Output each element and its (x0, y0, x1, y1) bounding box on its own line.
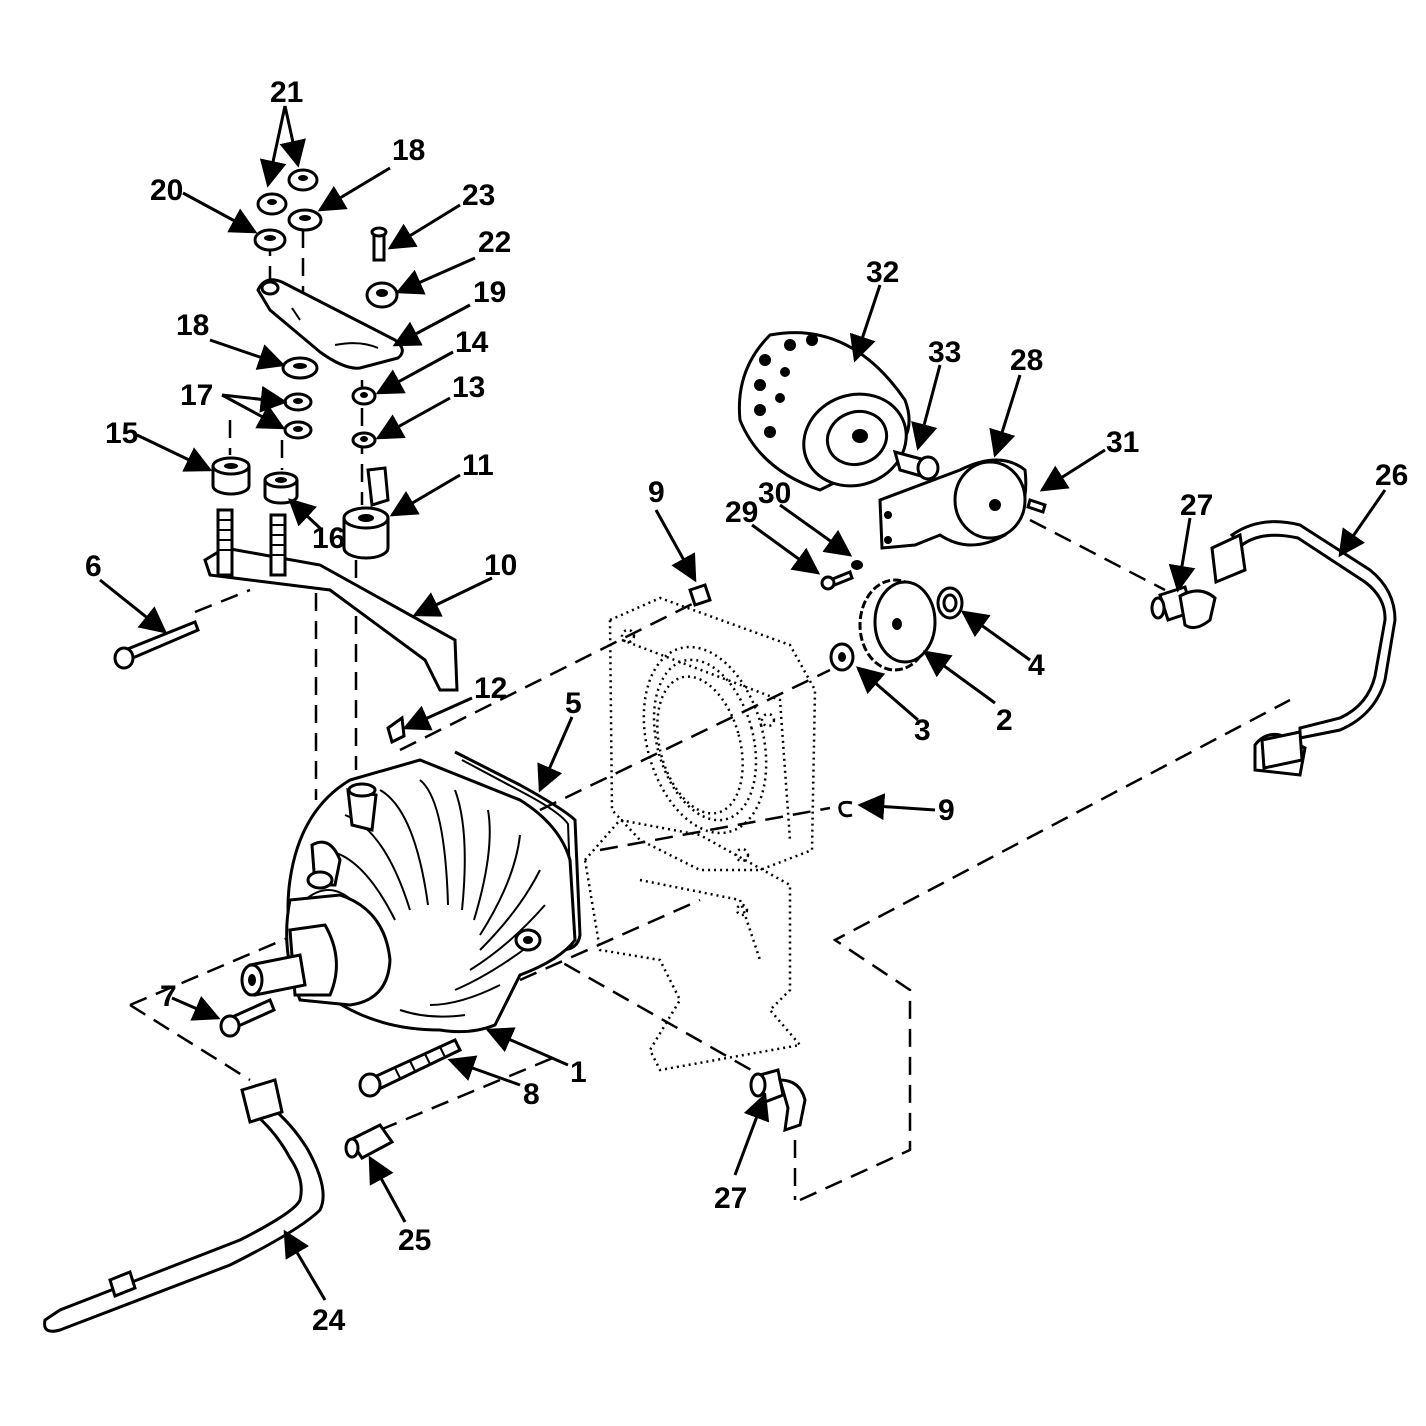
screw-31 (1026, 498, 1047, 514)
callout-3: 3 (914, 714, 931, 747)
gear-2 (858, 578, 937, 672)
callout-18-lower: 18 (176, 309, 209, 342)
nut-14 (351, 386, 377, 406)
washer-20 (253, 228, 287, 252)
clip-9-lower (838, 800, 853, 818)
callout-9-lower: 9 (938, 794, 955, 827)
bolt-6 (113, 620, 200, 670)
callout-18-top: 18 (392, 134, 425, 167)
callout-16: 16 (312, 522, 345, 555)
washer-18-top (287, 208, 323, 232)
callout-6: 6 (85, 550, 102, 583)
nut-21-right (287, 168, 319, 192)
oil-filter-32 (737, 331, 911, 492)
oil-tube-26 (1210, 520, 1397, 777)
clip-9-upper (688, 583, 712, 607)
isolator-11 (342, 466, 390, 560)
nipple-33 (892, 449, 940, 481)
output-shaft (240, 893, 392, 1007)
nut-21-left (256, 192, 288, 216)
key-12 (386, 715, 406, 745)
leader-arrows (99, 105, 1387, 1301)
grommet-22 (365, 281, 399, 309)
screw-29 (820, 570, 854, 591)
callout-31: 31 (1106, 426, 1139, 459)
mount-spacer-15 (211, 456, 251, 496)
callout-8: 8 (523, 1078, 540, 1111)
callout-15: 15 (105, 417, 138, 450)
callout-13: 13 (452, 371, 485, 404)
washer-30 (851, 560, 863, 570)
washers-17 (283, 392, 313, 440)
mount-spacer-16 (263, 471, 299, 505)
callout-4: 4 (1028, 649, 1045, 682)
retaining-ring-4 (936, 586, 964, 620)
callout-32: 32 (866, 256, 899, 289)
filter-base-28 (878, 458, 1028, 550)
callout-7: 7 (160, 980, 177, 1013)
callout-2: 2 (996, 704, 1013, 737)
lower-housing (583, 818, 803, 1072)
elbow-27-upper (1150, 585, 1217, 630)
callout-19: 19 (473, 276, 506, 309)
gasket-5 (454, 750, 582, 952)
oil-tube-24 (43, 1078, 325, 1333)
callout-14: 14 (455, 326, 489, 359)
bolt-8 (358, 1038, 463, 1098)
callout-27-lower: 27 (714, 1182, 747, 1215)
callout-25: 25 (398, 1224, 431, 1257)
callout-26: 26 (1375, 459, 1408, 492)
callout-30: 30 (758, 477, 791, 510)
callout-21: 21 (270, 76, 303, 109)
callout-1: 1 (570, 1056, 587, 1089)
callout-12: 12 (474, 672, 507, 705)
callout-5: 5 (565, 687, 582, 720)
callout-22: 22 (478, 226, 511, 259)
bolt-7 (219, 997, 276, 1038)
washer-13 (351, 431, 377, 449)
callout-24: 24 (312, 1304, 346, 1337)
callout-28: 28 (1010, 344, 1043, 377)
callout-11: 11 (462, 449, 494, 482)
mounting-bracket (203, 508, 459, 692)
callout-27-upper: 27 (1180, 489, 1213, 522)
callout-20: 20 (150, 174, 183, 207)
washer-18-lower (281, 356, 319, 380)
callout-10: 10 (484, 549, 517, 582)
callout-33: 33 (928, 336, 961, 369)
callout-17: 17 (180, 379, 213, 412)
callout-23: 23 (462, 179, 495, 212)
callout-29: 29 (725, 496, 758, 529)
bolt-23 (370, 226, 388, 262)
callout-labels: 21 18 20 23 22 19 18 14 17 13 15 11 16 6… (85, 76, 1408, 1337)
callout-9-upper: 9 (648, 476, 665, 509)
elbow-27-lower (749, 1068, 807, 1133)
adapter-housing (608, 596, 817, 872)
washer-3 (829, 642, 855, 672)
connector-25 (344, 1123, 395, 1160)
bracket-19 (256, 278, 404, 370)
